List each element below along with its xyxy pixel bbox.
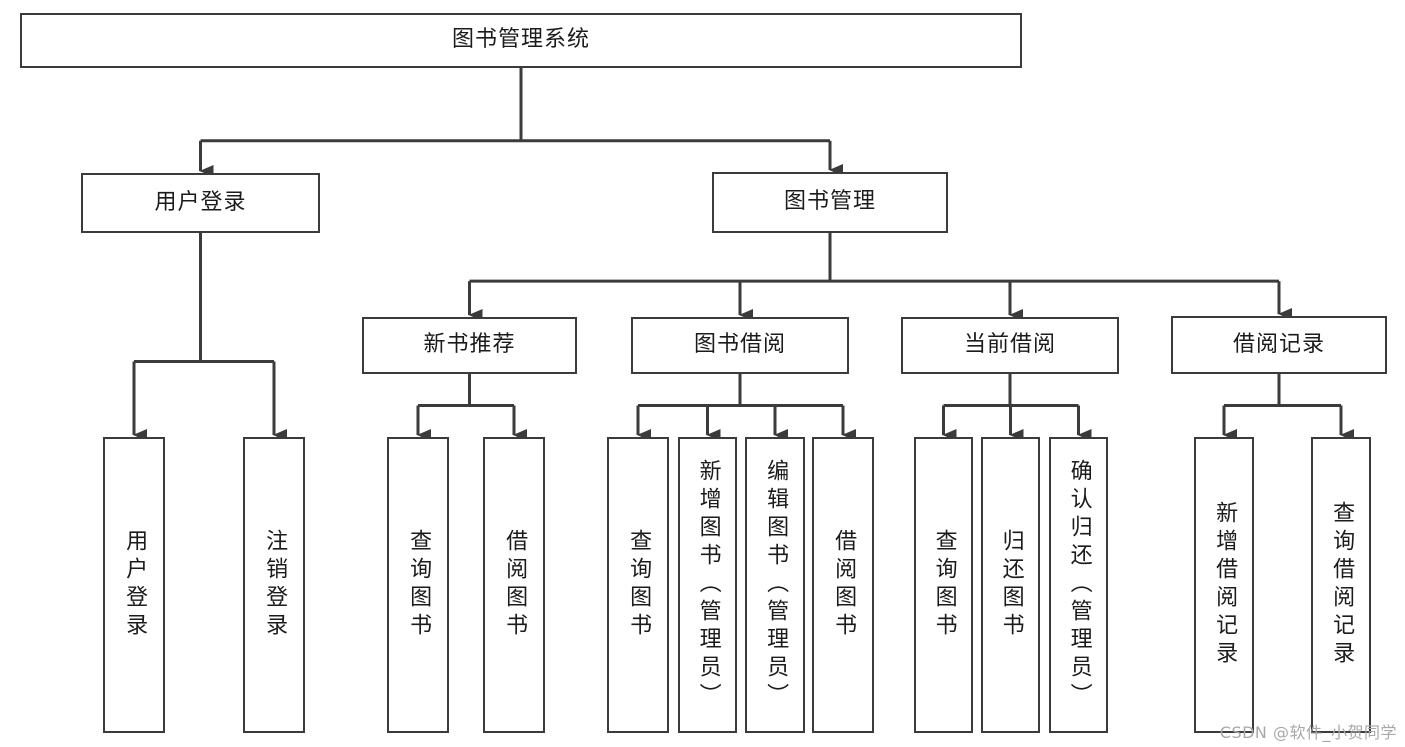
node-current-borrow[interactable]: 当前借阅 (901, 317, 1119, 374)
node-borrow-record[interactable]: 借阅记录 (1171, 316, 1387, 374)
node-label: 确认归还（管理员） (1066, 459, 1092, 711)
node-label: 借阅图书 (831, 529, 857, 641)
node-new-book-recommend[interactable]: 新书推荐 (362, 317, 577, 374)
node-book-manage[interactable]: 图书管理 (712, 172, 948, 233)
node-leaf-add-record[interactable]: 新增借阅记录 (1194, 437, 1254, 733)
node-leaf-user-login[interactable]: 用户登录 (103, 437, 165, 733)
node-label: 编辑图书（管理员） (763, 459, 789, 711)
node-label: 用户登录 (122, 529, 148, 641)
node-leaf-query-book-1[interactable]: 查询图书 (387, 437, 449, 733)
node-label: 用户登录 (154, 189, 247, 215)
node-label: 注销登录 (262, 529, 288, 641)
node-user-login[interactable]: 用户登录 (81, 173, 320, 233)
node-leaf-add-book[interactable]: 新增图书（管理员） (678, 437, 737, 733)
node-book-borrow[interactable]: 图书借阅 (631, 317, 849, 374)
node-leaf-query-record[interactable]: 查询借阅记录 (1311, 437, 1371, 733)
node-label: 查询图书 (626, 529, 652, 641)
node-leaf-borrow-book-2[interactable]: 借阅图书 (812, 437, 874, 733)
node-leaf-return-book[interactable]: 归还图书 (981, 437, 1040, 733)
node-label: 借阅记录 (1232, 331, 1325, 357)
node-leaf-logout[interactable]: 注销登录 (243, 437, 305, 733)
node-label: 图书借阅 (693, 332, 786, 358)
node-leaf-edit-book[interactable]: 编辑图书（管理员） (745, 437, 805, 733)
node-leaf-confirm-return[interactable]: 确认归还（管理员） (1049, 437, 1108, 733)
node-label: 图书管理 (783, 189, 876, 215)
node-label: 借阅图书 (502, 529, 528, 641)
node-label: 查询图书 (406, 529, 432, 641)
node-label: 新书推荐 (423, 332, 516, 358)
node-label: 新增借阅记录 (1212, 501, 1238, 669)
node-leaf-borrow-book-1[interactable]: 借阅图书 (483, 437, 545, 733)
node-leaf-query-book-2[interactable]: 查询图书 (607, 437, 669, 733)
node-label: 图书管理系统 (451, 27, 590, 53)
node-root[interactable]: 图书管理系统 (20, 13, 1022, 68)
node-label: 当前借阅 (963, 332, 1056, 358)
node-label: 新增图书（管理员） (695, 459, 721, 711)
node-label: 查询借阅记录 (1329, 501, 1355, 669)
node-leaf-query-book-3[interactable]: 查询图书 (914, 437, 973, 733)
node-label: 查询图书 (931, 529, 957, 641)
node-label: 归还图书 (998, 529, 1024, 641)
